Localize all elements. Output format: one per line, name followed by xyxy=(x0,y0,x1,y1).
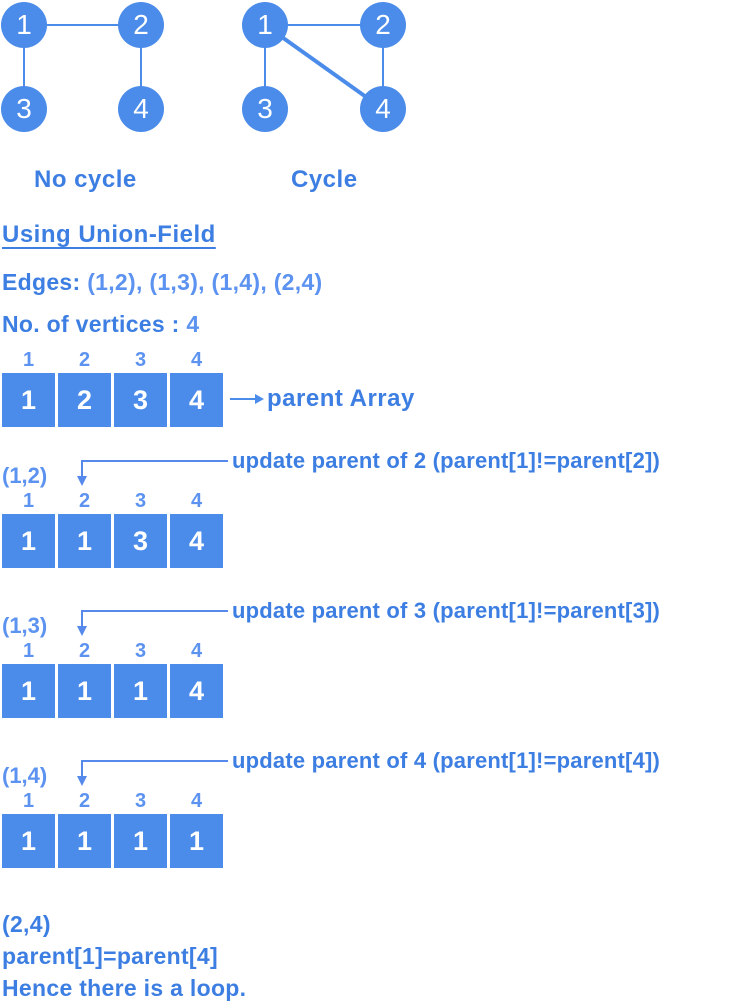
index-label: 3 xyxy=(134,349,147,371)
graph-cycle: 1 2 3 4 xyxy=(240,0,410,140)
array-cell: 1 xyxy=(58,814,111,868)
index-label: 4 xyxy=(190,790,203,812)
parent-array-caption: parent Array xyxy=(267,385,415,412)
index-label: 1 xyxy=(22,640,35,662)
vertices-value: 4 xyxy=(186,311,200,337)
array-cell: 1 xyxy=(170,814,223,868)
array-cell: 1 xyxy=(58,664,111,718)
graph-node: 4 xyxy=(360,86,406,132)
array-cell: 3 xyxy=(114,514,167,568)
vertices-label: No. of vertices : xyxy=(2,311,180,337)
array-cell: 2 xyxy=(58,373,111,427)
graph-node: 3 xyxy=(242,86,288,132)
section-heading: Using Union-Field xyxy=(2,221,216,248)
step-annotation: update parent of 2 (parent[1]!=parent[2]… xyxy=(232,448,661,473)
index-label: 1 xyxy=(22,790,35,812)
array-cell: 4 xyxy=(170,373,223,427)
array-cell: 1 xyxy=(2,814,55,868)
edges-line: Edges: (1,2), (1,3), (1,4), (2,4) xyxy=(2,269,323,296)
graph-node: 1 xyxy=(242,2,288,48)
elbow-arrow-icon xyxy=(77,610,228,636)
array-cell: 4 xyxy=(170,664,223,718)
edges-value: (1,2), (1,3), (1,4), (2,4) xyxy=(87,269,323,295)
vertices-line: No. of vertices : 4 xyxy=(2,311,199,338)
graph-node: 4 xyxy=(118,86,164,132)
conclusion-result: Hence there is a loop. xyxy=(2,975,247,1001)
elbow-arrow-icon xyxy=(77,760,228,786)
step-index-row: 1 2 3 4 xyxy=(2,640,223,663)
index-label: 3 xyxy=(134,640,147,662)
graph-node: 3 xyxy=(1,86,47,132)
array-cell: 3 xyxy=(114,373,167,427)
index-label: 4 xyxy=(190,349,203,371)
conclusion-edge: (2,4) xyxy=(2,911,51,937)
step-array: 1 1 1 4 xyxy=(2,664,223,718)
step-array: 1 1 3 4 xyxy=(2,514,223,568)
step-annotation: update parent of 4 (parent[1]!=parent[4]… xyxy=(232,748,661,773)
index-label: 2 xyxy=(78,640,91,662)
array-cell: 1 xyxy=(58,514,111,568)
graph-no-cycle: 1 2 3 4 xyxy=(0,0,170,140)
index-label: 3 xyxy=(134,790,147,812)
step-annotation: update parent of 3 (parent[1]!=parent[3]… xyxy=(232,598,661,623)
index-label: 2 xyxy=(78,349,91,371)
step-array: 1 1 1 1 xyxy=(2,814,223,868)
step-edge-label: (1,3) xyxy=(2,613,48,638)
step-edge-label: (1,2) xyxy=(2,463,48,488)
conclusion-rule: parent[1]=parent[4] xyxy=(2,943,218,969)
parent-array-index-row: 1 2 3 4 xyxy=(2,349,223,372)
elbow-arrow-icon xyxy=(77,460,228,486)
index-label: 1 xyxy=(22,490,35,512)
index-label: 2 xyxy=(78,490,91,512)
step-index-row: 1 2 3 4 xyxy=(2,790,223,813)
edges-label: Edges: xyxy=(2,269,81,295)
array-cell: 1 xyxy=(114,664,167,718)
index-label: 3 xyxy=(134,490,147,512)
index-label: 2 xyxy=(78,790,91,812)
right-arrow-icon xyxy=(230,394,264,404)
step-index-row: 1 2 3 4 xyxy=(2,490,223,513)
step-edge-label: (1,4) xyxy=(2,763,48,788)
no-cycle-label: No cycle xyxy=(34,166,137,193)
cycle-label: Cycle xyxy=(291,166,358,193)
array-cell: 1 xyxy=(2,373,55,427)
array-cell: 4 xyxy=(170,514,223,568)
array-cell: 1 xyxy=(114,814,167,868)
index-label: 4 xyxy=(190,640,203,662)
parent-array: 1 2 3 4 xyxy=(2,373,223,427)
index-label: 4 xyxy=(190,490,203,512)
array-cell: 1 xyxy=(2,664,55,718)
graph-node: 2 xyxy=(360,2,406,48)
array-cell: 1 xyxy=(2,514,55,568)
conclusion: (2,4) parent[1]=parent[4] Hence there is… xyxy=(2,908,246,1004)
index-label: 1 xyxy=(22,349,35,371)
graph-node: 2 xyxy=(118,2,164,48)
graph-node: 1 xyxy=(1,2,47,48)
